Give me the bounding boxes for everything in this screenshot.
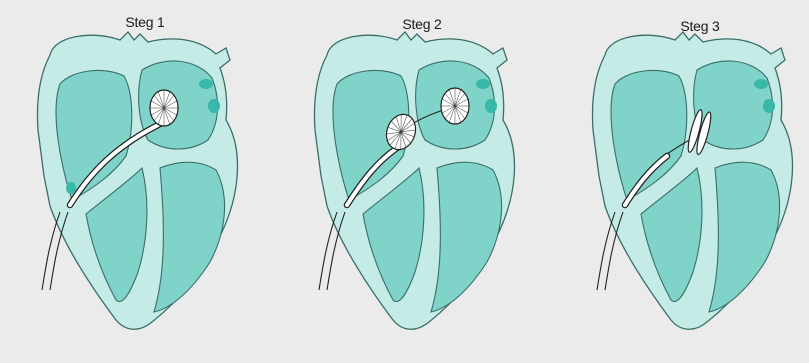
left-ventricle — [154, 162, 225, 312]
panel-step-2: Steg 2 — [297, 0, 547, 363]
heart-step-1-illustration — [20, 0, 270, 363]
vessel-opening — [763, 99, 775, 113]
panel-step-3: Steg 3 — [575, 0, 809, 363]
vessel-opening — [199, 79, 213, 89]
vessel-opening — [66, 182, 76, 194]
vessel-opening — [754, 79, 768, 89]
vessel-opening — [208, 99, 220, 113]
vessel-opening — [476, 79, 490, 89]
heart-step-3-illustration — [575, 0, 809, 363]
left-ventricle — [431, 162, 502, 312]
occluder-device — [150, 90, 178, 126]
left-ventricle — [709, 162, 780, 312]
vessel-opening — [485, 99, 497, 113]
occluder-device — [441, 88, 469, 124]
heart-step-2-illustration — [297, 0, 547, 363]
panel-step-1: Steg 1 — [20, 0, 270, 363]
